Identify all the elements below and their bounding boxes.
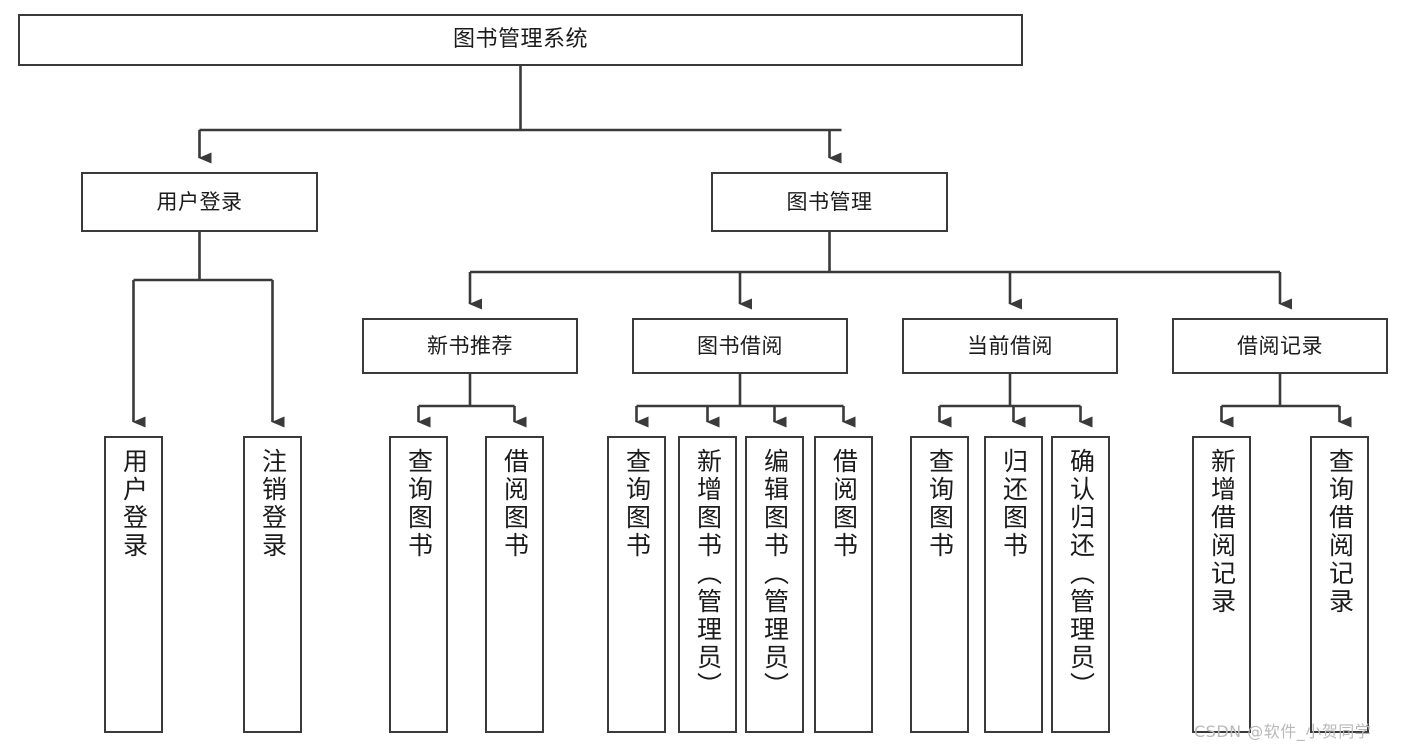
node-label: 查询图书 (925, 448, 955, 560)
node-root-system[interactable]: 图书管理系统 (18, 14, 1023, 66)
node-label: 图书借阅 (697, 333, 783, 358)
leaf-add-borrow-record[interactable]: 新增借阅记录 (1192, 436, 1251, 733)
node-label: 新书推荐 (427, 333, 513, 358)
node-label: 借阅图书 (500, 448, 530, 560)
node-book-borrow[interactable]: 图书借阅 (632, 318, 848, 374)
node-label: 用户登录 (156, 189, 243, 214)
node-user-login[interactable]: 用户登录 (81, 172, 318, 232)
node-label: 注销登录 (258, 448, 288, 560)
leaf-query-book-current[interactable]: 查询图书 (910, 436, 969, 733)
node-label: 当前借阅 (967, 333, 1053, 358)
leaf-borrow-book-newbook[interactable]: 借阅图书 (485, 436, 544, 733)
node-new-book-recommend[interactable]: 新书推荐 (362, 318, 578, 374)
node-label: 图书管理系统 (452, 27, 588, 53)
node-current-borrow[interactable]: 当前借阅 (902, 318, 1118, 374)
node-label: 借阅图书 (829, 448, 859, 560)
leaf-return-book[interactable]: 归还图书 (984, 436, 1043, 733)
node-label: 用户登录 (119, 448, 149, 560)
node-label: 查询借阅记录 (1325, 448, 1355, 616)
leaf-add-book-admin[interactable]: 新增图书（管理员） (678, 436, 737, 733)
leaf-query-borrow-record[interactable]: 查询借阅记录 (1310, 436, 1369, 733)
leaf-logout[interactable]: 注销登录 (243, 436, 302, 733)
csdn-watermark: CSDN @软件_小贺同学 (1194, 722, 1372, 741)
node-label: 图书管理 (786, 189, 873, 214)
node-borrow-records[interactable]: 借阅记录 (1172, 318, 1388, 374)
node-label: 新增借阅记录 (1207, 448, 1237, 616)
node-label: 新增图书（管理员） (693, 448, 723, 700)
leaf-edit-book-admin[interactable]: 编辑图书（管理员） (745, 436, 804, 733)
leaf-query-book-newbook[interactable]: 查询图书 (389, 436, 448, 733)
leaf-user-login[interactable]: 用户登录 (104, 436, 163, 733)
node-label: 查询图书 (622, 448, 652, 560)
node-book-management[interactable]: 图书管理 (711, 172, 948, 232)
node-label: 归还图书 (999, 448, 1029, 560)
node-label: 确认归还（管理员） (1066, 448, 1096, 700)
leaf-borrow-book[interactable]: 借阅图书 (814, 436, 873, 733)
leaf-query-book-borrow[interactable]: 查询图书 (607, 436, 666, 733)
node-label: 借阅记录 (1237, 333, 1323, 358)
node-label: 查询图书 (404, 448, 434, 560)
node-label: 编辑图书（管理员） (760, 448, 790, 700)
leaf-confirm-return-admin[interactable]: 确认归还（管理员） (1051, 436, 1110, 733)
